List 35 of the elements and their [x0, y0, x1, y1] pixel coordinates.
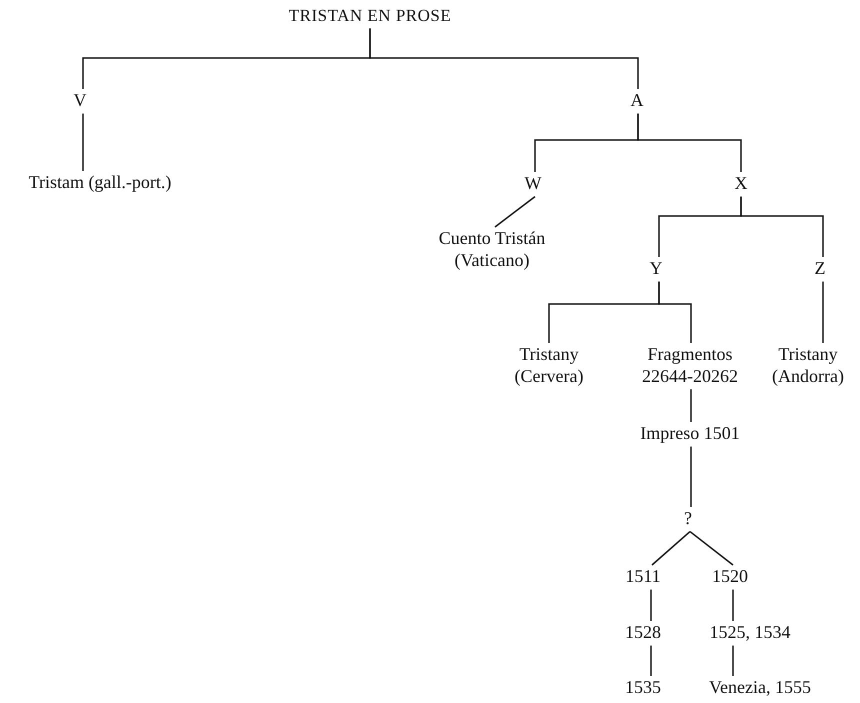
witness-label: Tristam (gall.-port.) [28, 172, 172, 194]
witness-label: Cuento Tristán (Vaticano) [422, 228, 562, 272]
stemma-line [690, 531, 734, 566]
stemma-line [82, 114, 84, 171]
witness-label: V [74, 90, 86, 112]
witness-label: A [630, 90, 644, 112]
witness-label: 1528 [625, 622, 661, 644]
stemma-line [740, 196, 824, 257]
stemma-line [369, 28, 639, 89]
stemma-line [494, 196, 536, 228]
stemma-line [637, 114, 742, 172]
witness-label: Y [650, 258, 662, 280]
stemma-line [658, 282, 692, 343]
stemma-line [690, 446, 692, 507]
stemma-line [732, 646, 734, 676]
witness-label: X [734, 173, 748, 195]
witness-label: 1525, 1534 [710, 622, 790, 644]
witness-label: 1520 [712, 566, 748, 588]
witness-label: Impreso 1501 [640, 423, 740, 445]
stemma-line [732, 590, 734, 621]
witness-label: ? [684, 508, 692, 530]
witness-label: 1511 [625, 566, 661, 588]
witness-label: Z [814, 258, 826, 280]
witness-label: Tristany (Cervera) [499, 344, 599, 388]
witness-label: Venezia, 1555 [709, 677, 811, 699]
stemma-title: TRISTAN EN PROSE [288, 6, 452, 26]
witness-label: Fragmentos 22644-20262 [629, 344, 751, 388]
stemma-line [822, 282, 824, 343]
stemma-line [690, 389, 692, 422]
witness-label: W [524, 173, 542, 195]
stemma-line [650, 646, 652, 676]
witness-label: Tristany (Andorra) [758, 344, 858, 388]
stemma-line [652, 531, 690, 566]
witness-label: 1535 [625, 677, 661, 699]
stemma-line [650, 590, 652, 621]
